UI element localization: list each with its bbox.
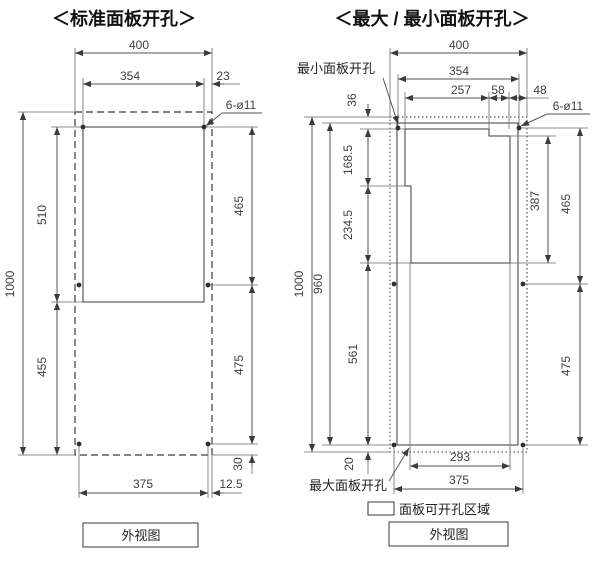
dim-left-total-width: 400 — [129, 38, 149, 52]
dim-left-right-upper: 465 — [232, 196, 246, 216]
hole-icon — [76, 441, 82, 447]
left-extension-lines — [18, 48, 258, 498]
hole-icon — [516, 125, 522, 131]
dim-left-bottom-edge: 30 — [231, 457, 245, 471]
dim-left-hole-span-top: 354 — [120, 69, 140, 83]
right-panel-outline — [389, 116, 528, 453]
right-mounting-holes — [391, 125, 526, 448]
right-extension-lines — [304, 48, 588, 494]
right-title: ＜最大 / 最小面板开孔＞ — [334, 8, 529, 29]
hole-icon — [520, 281, 526, 287]
left-dimension-lines — [19, 49, 262, 497]
dim-right-min-right-height: 387 — [528, 191, 542, 211]
right-dimension-lines — [308, 49, 590, 493]
dim-left-total-height: 1000 — [3, 270, 17, 297]
dim-right-right-upper: 465 — [559, 194, 573, 214]
dim-left-hole-span-bottom: 375 — [133, 477, 153, 491]
left-drawing: ＜标准面板开孔＞ — [3, 8, 262, 548]
hole-icon — [391, 281, 397, 287]
dim-right-hole-span-bottom: 375 — [449, 473, 469, 487]
dim-right-seg-middle: 234.5 — [341, 210, 355, 240]
dim-left-bottom-right-edge: 12.5 — [219, 477, 243, 491]
dim-right-total-height: 1000 — [292, 270, 306, 297]
max-cutout-leader — [388, 447, 410, 482]
hole-icon — [520, 442, 526, 448]
hole-icon — [205, 282, 211, 288]
right-view-label-box — [388, 521, 509, 547]
hole-icon — [205, 441, 211, 447]
hole-icon — [391, 442, 397, 448]
dim-right-holes: 6-ø11 — [553, 99, 584, 113]
dim-left-cutout-height: 510 — [35, 205, 49, 225]
right-min-cutout — [404, 128, 511, 264]
left-standard-cutout — [82, 126, 205, 303]
min-cutout-label: 最小面板开孔 — [297, 61, 375, 76]
hole-icon — [201, 124, 207, 130]
right-openable-area — [396, 122, 519, 446]
hatch-legend: 面板可开孔区域 — [367, 501, 490, 517]
dim-right-seg-lower: 561 — [346, 344, 360, 364]
dim-right-notch-width: 58 — [491, 83, 505, 97]
max-cutout-label: 最大面板开孔 — [309, 478, 387, 493]
dim-right-openable-height: 960 — [311, 274, 325, 294]
dim-right-seg-upper: 168.5 — [341, 145, 355, 175]
right-view-label: 外视图 — [429, 527, 468, 542]
min-cutout-leader — [382, 77, 399, 125]
left-title: ＜标准面板开孔＞ — [52, 8, 196, 29]
dim-left-holes: 6-ø11 — [226, 98, 257, 112]
dim-left-right-lower: 475 — [232, 355, 246, 375]
dim-right-hole-span-top: 354 — [449, 64, 469, 78]
dim-right-max-bottom-width: 293 — [450, 450, 470, 464]
left-holes-leader — [205, 112, 223, 127]
dim-right-total-width: 400 — [449, 38, 469, 52]
legend-label: 面板可开孔区域 — [399, 502, 490, 517]
dim-right-top-right-edge: 48 — [533, 83, 547, 97]
dim-left-top-right-edge: 23 — [216, 69, 230, 83]
dim-right-top-margin: 36 — [345, 93, 359, 107]
hatch-swatch-icon — [367, 501, 395, 516]
right-holes-leader — [520, 113, 548, 127]
dim-right-min-top-width: 257 — [451, 83, 471, 97]
left-mounting-holes — [76, 124, 211, 447]
dim-right-right-lower: 475 — [559, 356, 573, 376]
right-drawing: ＜最大 / 最小面板开孔＞ — [292, 8, 590, 547]
hole-icon — [395, 125, 401, 131]
left-panel-outline — [74, 111, 213, 456]
left-view-label: 外视图 — [121, 528, 160, 543]
left-view-label-box — [82, 522, 199, 548]
dim-right-bottom-margin: 20 — [342, 457, 356, 471]
hole-icon — [76, 282, 82, 288]
hole-icon — [80, 124, 86, 130]
dim-left-below-cutout: 455 — [35, 357, 49, 377]
